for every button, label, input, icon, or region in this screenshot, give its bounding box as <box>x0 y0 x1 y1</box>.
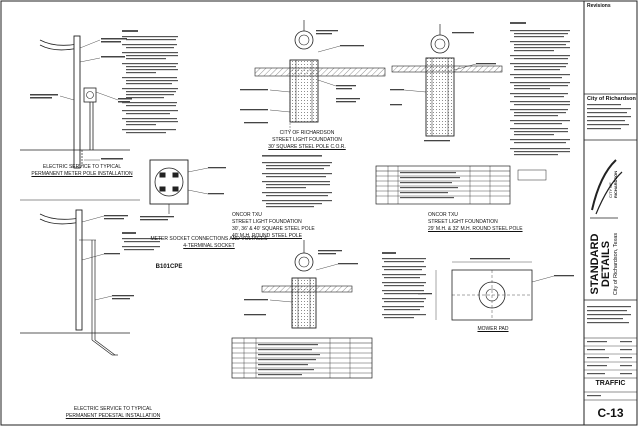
caption-line: 4-TERMINAL SOCKET <box>183 243 235 249</box>
caption-line: 30', 36' & 40' SQUARE STEEL POLE <box>232 226 315 232</box>
revisions-label: Revisions <box>587 3 611 9</box>
pedestal-detail <box>20 209 130 356</box>
caption-oncor-foundation-a: ONCOR TXU STREET LIGHT FOUNDATION 30', 3… <box>232 212 332 240</box>
caption-line: STREET LIGHT FOUNDATION <box>272 137 342 143</box>
notes-block-c <box>510 22 570 156</box>
sheet-number: C-13 <box>597 406 624 420</box>
caption-line: 30' SQUARE STEEL POLE C.O.R. <box>268 144 346 150</box>
caption-meter-socket: METER SOCKET CONNECTIONS AND VOLTAGES 4-… <box>150 236 268 250</box>
caption-meter-pole: ELECTRIC SERVICE TO TYPICAL PERMANENT ME… <box>22 164 142 178</box>
standard-details-title: STANDARD DETAILS City of Richardson, Tex… <box>588 232 636 298</box>
city-state-text: City of Richardson, Texas <box>613 232 619 296</box>
caption-line: ELECTRIC SERVICE TO TYPICAL <box>42 164 122 170</box>
oncor-foundation-detail-a <box>261 240 353 329</box>
caption-line: PERMANENT METER POLE INSTALLATION <box>31 171 133 177</box>
title-block <box>584 93 637 401</box>
caption-line: 40' M.H. ROUND STEEL POLE <box>232 233 302 239</box>
oncor-schedule-table-b <box>375 165 547 205</box>
caption-oncor-foundation-b: ONCOR TXU STREET LIGHT FOUNDATION 29' M.… <box>428 212 538 233</box>
caption-line: CITY OF RICHARDSON <box>279 130 335 136</box>
caption-line: STREET LIGHT FOUNDATION <box>428 219 498 225</box>
mower-pad-detail <box>435 261 555 321</box>
caption-line: PERMANENT PEDESTAL INSTALLATION <box>65 413 161 419</box>
caption-line: ELECTRIC SERVICE TO TYPICAL <box>73 406 153 412</box>
caption-line: 29' M.H. & 32' M.H. ROUND STEEL POLE <box>428 226 523 232</box>
city-name: City of Richardson <box>587 96 636 102</box>
oncor-foundation-detail-b <box>391 24 503 137</box>
details-text: DETAILS <box>600 240 612 288</box>
notes-block-b <box>262 155 332 208</box>
meter-socket-diagram <box>149 159 209 214</box>
discipline-label: TRAFFIC <box>595 380 626 387</box>
city-logo: CITY OF RICHARDSON <box>608 150 638 210</box>
oncor-schedule-table-a <box>231 337 373 379</box>
caption-mower-pad: MOWER PAD <box>477 326 509 332</box>
notes-block-a <box>122 30 178 134</box>
cor-foundation-detail <box>254 20 386 130</box>
caption-line: METER SOCKET CONNECTIONS AND VOLTAGES <box>150 236 268 242</box>
caption-line: ONCOR TXU <box>232 212 262 218</box>
logo-line: RICHARDSON <box>613 170 618 198</box>
caption-line: ONCOR TXU <box>428 212 458 218</box>
caption-line: STREET LIGHT FOUNDATION <box>232 219 302 225</box>
meter-pole-detail <box>20 35 130 169</box>
pedestal-label: B101CPE <box>155 264 183 270</box>
caption-cor-foundation: CITY OF RICHARDSON STREET LIGHT FOUNDATI… <box>252 130 362 151</box>
caption-pedestal: ELECTRIC SERVICE TO TYPICAL PERMANENT PE… <box>48 406 178 420</box>
